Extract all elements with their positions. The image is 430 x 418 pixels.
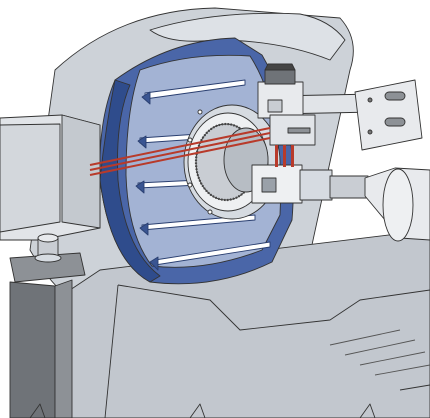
left-cabinet: [0, 114, 101, 241]
upper-mount: [257, 63, 316, 146]
lower-block: [251, 145, 430, 242]
left-post: [9, 233, 86, 418]
bottom-ticks: [29, 403, 376, 418]
laser-beams: [89, 127, 271, 176]
